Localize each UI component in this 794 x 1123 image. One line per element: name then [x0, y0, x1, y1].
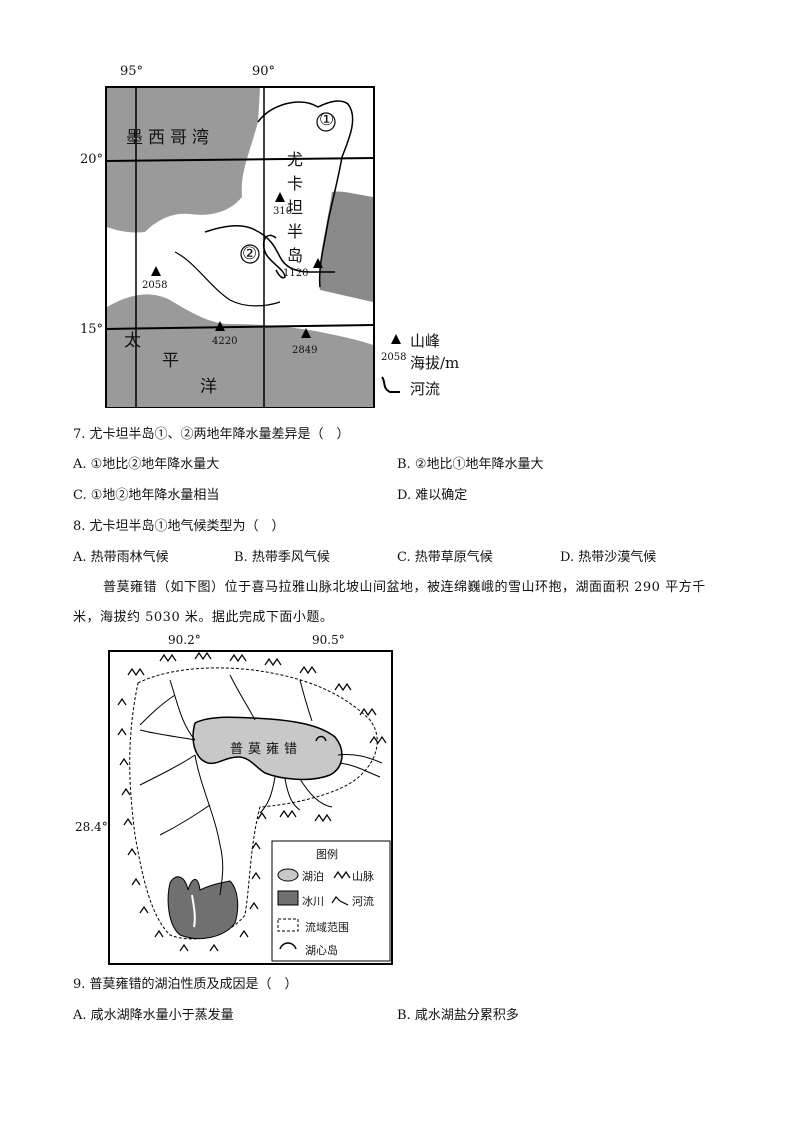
legend-mountain-label: 山脉: [352, 870, 374, 883]
legend-lake-label: 湖泊: [302, 870, 324, 883]
river-network: [139, 674, 383, 896]
glacier-stream: [191, 894, 196, 928]
peak-elevation: 2058: [142, 280, 168, 291]
peak-elevation: 310: [273, 206, 293, 217]
river-loop: [262, 234, 286, 279]
legend-basin-label: 流域范围: [305, 921, 349, 934]
gulf-label: 墨西哥湾: [126, 128, 214, 148]
lake-label: 普莫雍错: [230, 742, 303, 757]
pacific-label-2: 平: [162, 351, 179, 371]
mountain-ranges: [117, 651, 387, 952]
legend-river-icon: [331, 896, 349, 906]
basin-boundary: [129, 667, 378, 940]
legend-lake-icon: [277, 868, 299, 882]
lat-15-label: 15°: [80, 322, 104, 337]
legend-river-icon: [381, 376, 400, 393]
legend-island-icon: [279, 942, 297, 950]
passage-line-2: 米，海拔约 5030 米。据此完成下面小题。: [73, 610, 334, 625]
peak-elevation: 1120: [283, 268, 309, 279]
passage: 普莫雍错（如下图）位于喜马拉雅山脉北坡山间盆地，被连绵巍峨的雪山环抱，湖面面积 …: [73, 573, 743, 633]
q9-option-b: B. 咸水湖盐分累积多: [397, 1008, 519, 1023]
legend-glacier-label: 冰川: [302, 895, 324, 908]
peak-icon: [301, 328, 311, 338]
site-2-marker: [240, 244, 260, 264]
site-1-label: ①: [319, 110, 335, 130]
peninsula-label: 尤 卡 坦 半 岛: [286, 150, 303, 265]
peninsula-coastline: [257, 100, 354, 288]
q9-stem: 9. 普莫雍错的湖泊性质及成因是（ ）: [73, 977, 298, 992]
lat-28-4-label: 28.4°: [75, 820, 108, 834]
lake-island: [315, 735, 327, 742]
q8-option-a: A. 热带雨林气候: [73, 550, 169, 565]
q8-option-c: C. 热带草原气候: [397, 550, 493, 565]
lon-90-label: 90°: [252, 64, 276, 79]
puma-yumco-map: [108, 650, 393, 965]
peak-icon: [215, 321, 225, 331]
legend-title: 图例: [316, 848, 338, 861]
passage-line-1: 普莫雍错（如下图）位于喜马拉雅山脉北坡山间盆地，被连绵巍峨的雪山环抱，湖面面积 …: [103, 580, 706, 595]
river-bank: [174, 251, 281, 307]
lat-20-line: [105, 157, 375, 162]
puma-yumco-lake: [192, 716, 343, 781]
pacific-label-3: 洋: [200, 377, 217, 397]
peak-icon: [313, 258, 323, 268]
legend-peak-label: 山峰: [410, 332, 441, 350]
q7-option-c: C. ①地②地年降水量相当: [73, 488, 220, 503]
legend-elevation-value: 2058: [381, 352, 407, 363]
lat-15-line: [105, 324, 375, 330]
q7-option-d: D. 难以确定: [397, 488, 468, 503]
legend-river-label: 河流: [352, 895, 374, 908]
peak-elevation: 2849: [292, 345, 318, 356]
legend-peak-icon: [391, 334, 401, 344]
lat-20-label: 20°: [80, 152, 104, 167]
river: [204, 225, 335, 273]
east-sea-shade: [319, 191, 373, 302]
pacific-ocean-sea: [107, 294, 373, 407]
q8-option-b: B. 热带季风气候: [234, 550, 330, 565]
legend-island-label: 湖心岛: [305, 944, 338, 957]
q9-option-a: A. 咸水湖降水量小于蒸发量: [73, 1008, 234, 1023]
site-2-label: ②: [242, 244, 258, 264]
peak-icon: [151, 266, 161, 276]
peak-icon: [275, 192, 285, 202]
q8-option-d: D. 热带沙漠气候: [560, 550, 657, 565]
site-1-marker: [316, 112, 336, 132]
peak-elevation: 4220: [212, 336, 238, 347]
lon-90-2-label: 90.2°: [168, 633, 201, 647]
legend-mountain-icon: [333, 870, 351, 880]
yucatan-map: [105, 86, 401, 408]
q7-option-a: A. ①地比②地年降水量大: [73, 457, 220, 472]
legend-elevation-label: 海拔/m: [410, 354, 460, 372]
q7-option-b: B. ②地比①地年降水量大: [397, 457, 544, 472]
lon-95-label: 95°: [120, 64, 144, 79]
q7-stem: 7. 尤卡坦半岛①、②两地年降水量差异是（ ）: [73, 427, 350, 442]
q8-stem: 8. 尤卡坦半岛①地气候类型为（ ）: [73, 519, 285, 534]
legend-river-label: 河流: [410, 380, 441, 398]
lon-90-5-label: 90.5°: [312, 633, 345, 647]
pacific-label-1: 太: [124, 331, 141, 351]
legend-basin-icon: [277, 918, 299, 932]
legend-glacier-icon: [277, 890, 299, 906]
